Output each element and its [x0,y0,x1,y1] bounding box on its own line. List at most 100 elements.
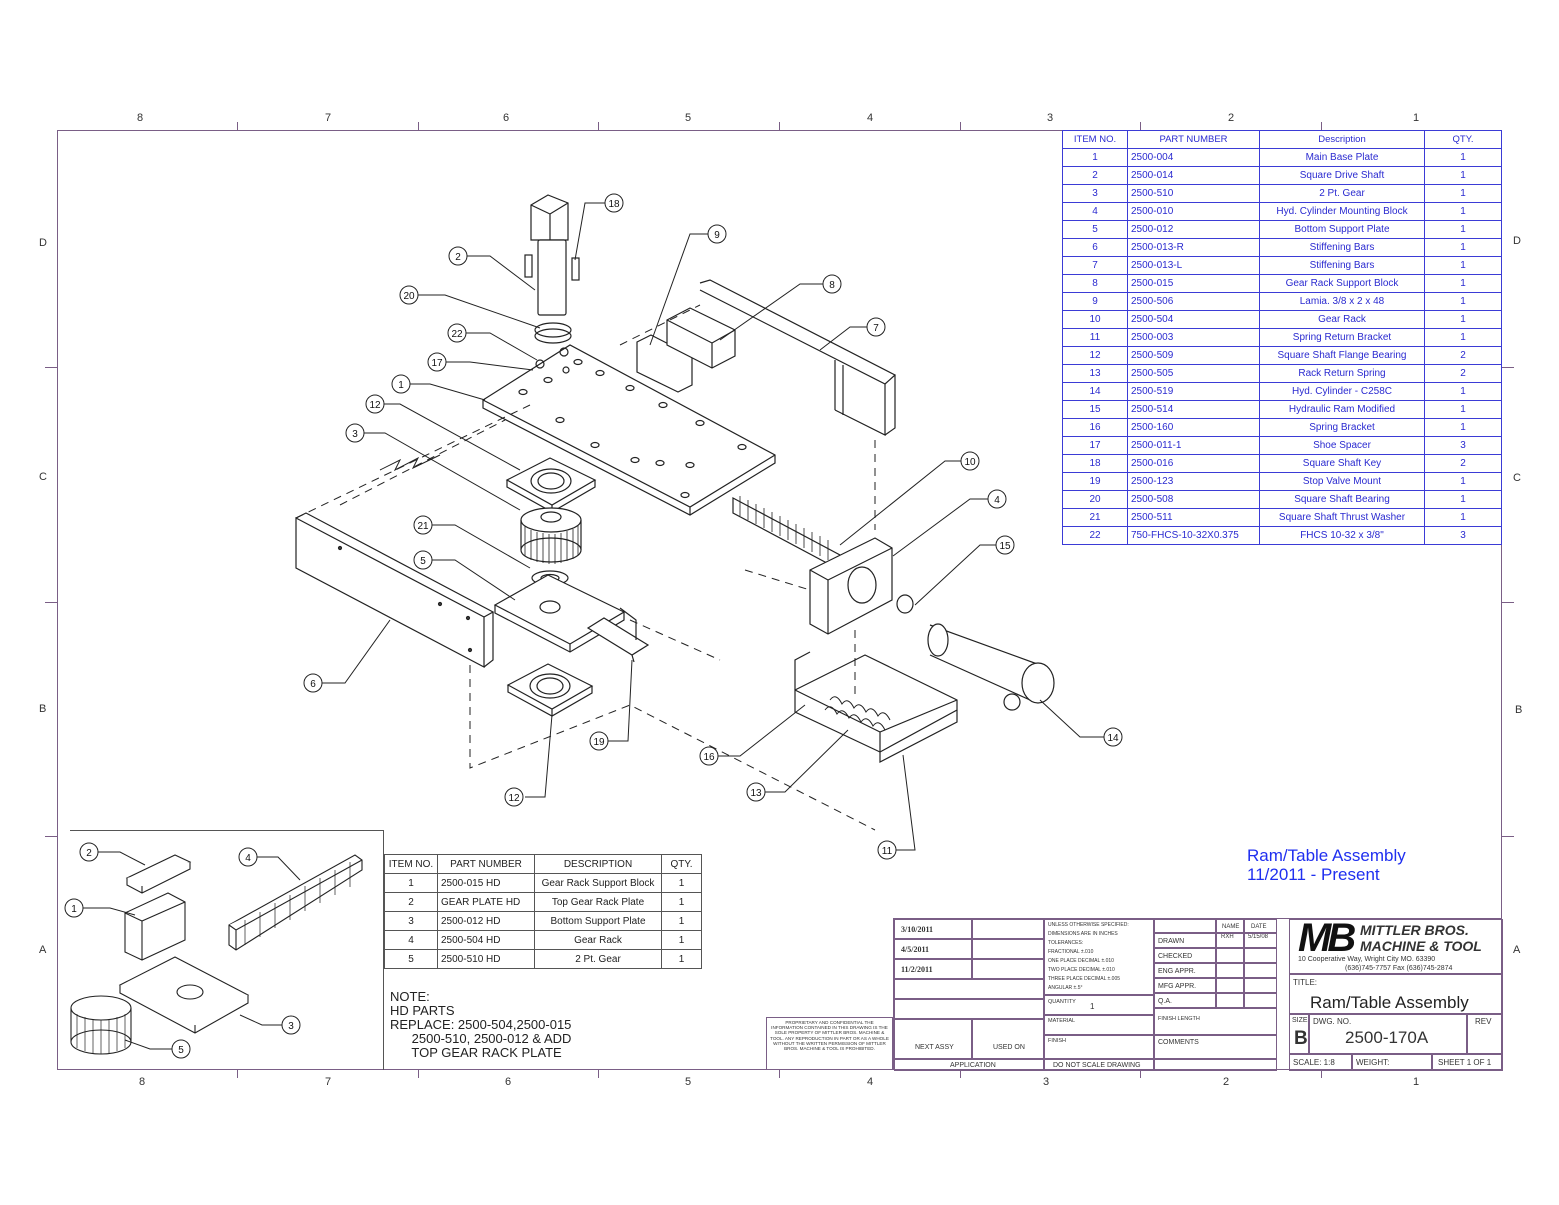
hd-part-number: 2500-012 HD [437,911,535,931]
bom-description: FHCS 10-32 x 3/8" [1259,526,1425,545]
bom-description: Hyd. Cylinder Mounting Block [1259,202,1425,221]
inset-balloon-label: 4 [245,853,251,864]
bom-item-no: 9 [1062,292,1128,311]
bom-item-no: 15 [1062,400,1128,419]
zone-col-label: 5 [685,1076,692,1088]
balloon-label: 1 [398,380,404,391]
shaft-edges [530,202,569,240]
comments-cell: COMMENTS [1154,1035,1277,1059]
zone-col-label: 1 [1413,112,1420,124]
zone-tick [779,122,780,130]
material-cell: MATERIAL [1044,1015,1154,1035]
tolerance-line: TOLERANCES: [1048,940,1084,946]
spring-return-bracket [794,654,958,753]
role-label: CHECKED [1158,953,1193,960]
note-line: TOP GEAR RACK PLATE [390,1045,562,1060]
title-cell: TITLE: Ram/Table Assembly [1289,974,1503,1014]
bom-description: Square Shaft Bearing [1259,490,1425,509]
used-on-label: USED ON [993,1044,1025,1051]
rev-label-cell: REV [1467,1014,1503,1054]
hd-item-no: 1 [384,873,438,893]
flange-bearing-lower [506,663,594,710]
bom-qty: 1 [1424,418,1502,437]
name-cell [1216,963,1244,978]
bom-qty: 1 [1424,310,1502,329]
bom-description: Square Shaft Key [1259,454,1425,473]
zone-row-label: D [1513,235,1521,247]
zone-tick [1502,602,1514,603]
hd-item-no: 3 [384,911,438,931]
material-label: MATERIAL [1048,1018,1076,1024]
quantity-label: QUANTITY [1048,999,1076,1005]
role-header-cell [1154,919,1216,933]
hd-qty: 1 [661,873,702,893]
zone-col-label: 1 [1413,1076,1420,1088]
inset-balloon-label: 3 [288,1021,294,1032]
rev-label: REV [1475,1017,1492,1026]
bom-qty: 2 [1424,346,1502,365]
next-assy-cell: NEXT ASSY [894,1019,972,1059]
application-label: APPLICATION [950,1062,996,1069]
shaft-key-right [571,257,580,281]
zone-col-label: 6 [505,1076,512,1088]
company-phone: (636)745-7757 Fax (636)745-2874 [1345,965,1453,972]
balloon-label: 8 [829,280,835,291]
bom-part-number: 2500-508 [1127,490,1260,509]
bom-item-no: 10 [1062,310,1128,329]
date-cell [1244,963,1277,978]
break-line [379,454,441,472]
bom-part-number: 2500-011-1 [1127,436,1260,455]
zone-col-label: 3 [1047,112,1054,124]
role-label: DRAWN [1158,938,1185,945]
inset-balloon-label: 1 [71,904,77,915]
bom-description: Stiffening Bars [1259,238,1425,257]
bom-description: Spring Bracket [1259,418,1425,437]
balloon-label: 6 [310,679,316,690]
sheet-label: SHEET 1 OF 1 [1438,1058,1492,1067]
bom-part-number: 2500-506 [1127,292,1260,311]
note-line: REPLACE: 2500-504,2500-015 [390,1017,572,1032]
balloon-label: 12 [369,400,381,411]
tolerance-line: THREE PLACE DECIMAL ±.005 [1048,976,1121,982]
bom-description: Stiffening Bars [1259,256,1425,275]
bom-part-number: 2500-504 [1127,310,1260,329]
bom-part-number: 2500-010 [1127,202,1260,221]
bom-part-number: 2500-016 [1127,454,1260,473]
date-cell [1244,993,1277,1008]
hd-description: Bottom Support Plate [534,911,662,931]
zone-row-label: B [39,703,47,715]
bom-description: 2 Pt. Gear [1259,184,1425,203]
rev-desc-cell [972,939,1044,959]
tolerance-cell: UNLESS OTHERWISE SPECIFIED: DIMENSIONS A… [1044,919,1154,995]
bom-qty: 1 [1424,292,1502,311]
balloon-label: 15 [999,541,1011,552]
date-cell: 5/15/08 [1244,933,1277,948]
company-cell: MB MITTLER BROS. MACHINE & TOOL 10 Coope… [1289,919,1503,974]
bom-part-number: 2500-003 [1127,328,1260,347]
bom-qty: 3 [1424,436,1502,455]
hd-header-qty: QTY. [661,854,702,874]
bom-part-number: 2500-510 [1127,184,1260,203]
finish-cell: FINISH [1044,1035,1154,1059]
spring-bracket [794,651,811,690]
zone-row-label: A [39,944,47,956]
hd-description: Gear Rack Support Block [534,873,662,893]
size-cell: SIZE B [1289,1014,1309,1054]
revision-date: 11/2/2011 [901,965,933,974]
bom-description: Gear Rack [1259,310,1425,329]
balloon-label: 2 [455,252,461,263]
bom-description: Gear Rack Support Block [1259,274,1425,293]
rev-cell: 11/2/2011 [894,959,972,979]
zone-tick [1502,367,1514,368]
